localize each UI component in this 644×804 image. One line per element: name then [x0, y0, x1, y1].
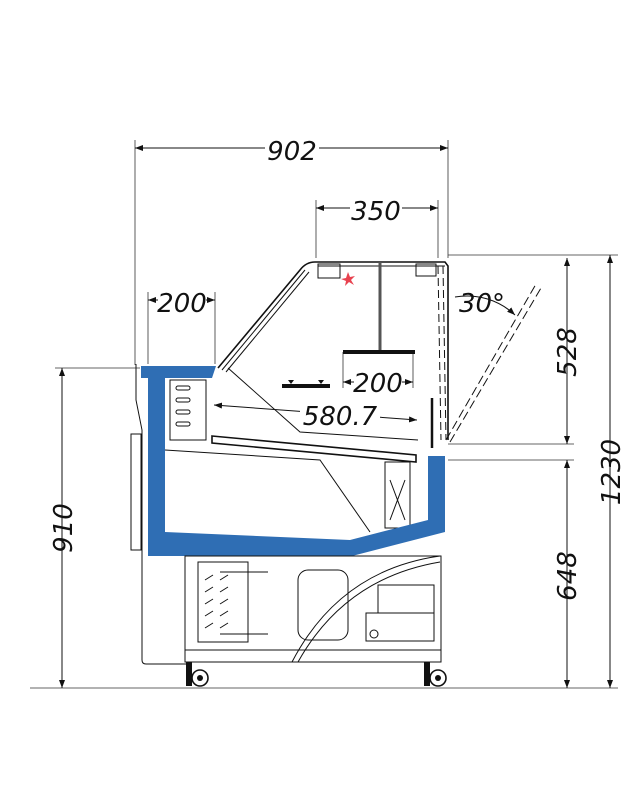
light-icon — [341, 272, 355, 286]
casters — [186, 662, 447, 687]
dim-canopy-depth: 350 — [351, 197, 401, 227]
caster-wheel-icon — [429, 669, 447, 687]
display-deck — [164, 367, 434, 533]
dim-overall-height: 1230 — [597, 439, 627, 505]
dim-body-height: 648 — [553, 551, 583, 601]
shelves — [282, 262, 415, 388]
machine-compartment — [184, 555, 442, 663]
open-glass — [445, 283, 542, 443]
dim-deck-depth: 580.7 — [303, 402, 378, 432]
dim-overall-width: 902 — [267, 137, 317, 167]
dim-counter-height: 910 — [49, 503, 79, 553]
dim-glass-angle: 30° — [459, 289, 505, 319]
extension-lines — [30, 140, 618, 689]
canopy — [217, 261, 449, 441]
compressor-icon — [297, 569, 349, 641]
insulated-tub — [141, 366, 445, 556]
caster-wheel-icon — [191, 669, 209, 687]
dim-glass-height: 528 — [553, 327, 583, 377]
front-panel — [130, 364, 186, 665]
dim-top-counter-depth: 200 — [157, 289, 207, 319]
dim-shelf-depth: 200 — [353, 369, 403, 399]
